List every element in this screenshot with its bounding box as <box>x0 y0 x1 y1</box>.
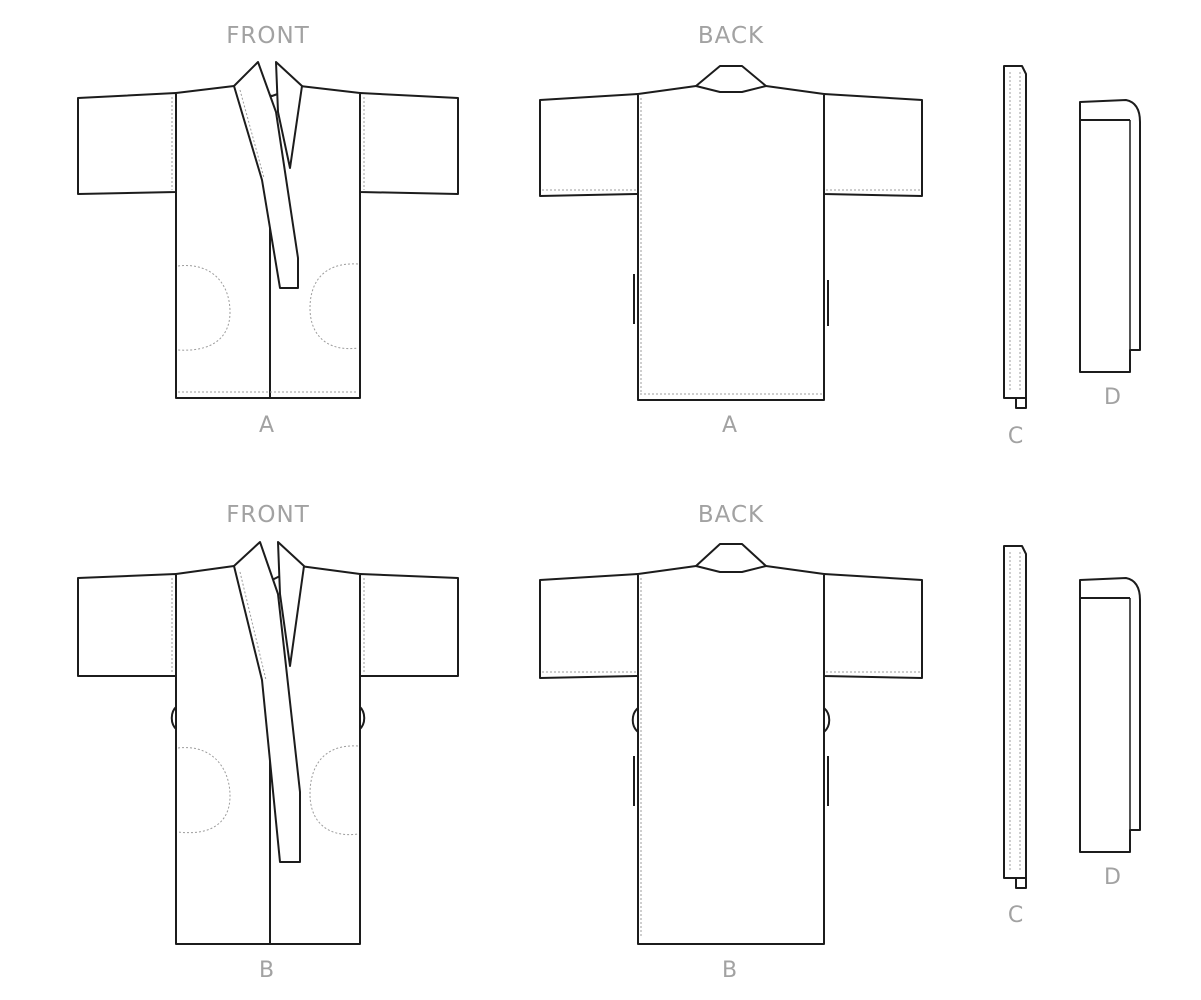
belt-caption-c-2: C <box>1008 903 1024 928</box>
back-caption-a: A <box>722 413 738 438</box>
band-caption-d: D <box>1104 385 1122 410</box>
band-piece-d <box>1079 99 1141 373</box>
back-caption-b: B <box>722 958 738 983</box>
front-view-b <box>77 541 459 945</box>
front-caption-a: A <box>259 413 275 438</box>
front-heading-a: FRONT <box>226 23 310 49</box>
band-piece-d-2 <box>1079 577 1141 853</box>
front-caption-b: B <box>259 958 275 983</box>
belt-caption-c: C <box>1008 424 1024 449</box>
belt-tie-c <box>1003 65 1027 409</box>
front-view-a <box>77 61 459 399</box>
back-heading-b: BACK <box>698 502 764 528</box>
band-caption-d-2: D <box>1104 865 1122 890</box>
back-view-a <box>539 65 923 401</box>
belt-tie-c-2 <box>1003 545 1027 889</box>
back-view-b <box>539 543 923 945</box>
front-heading-b: FRONT <box>226 502 310 528</box>
back-heading-a: BACK <box>698 23 764 49</box>
